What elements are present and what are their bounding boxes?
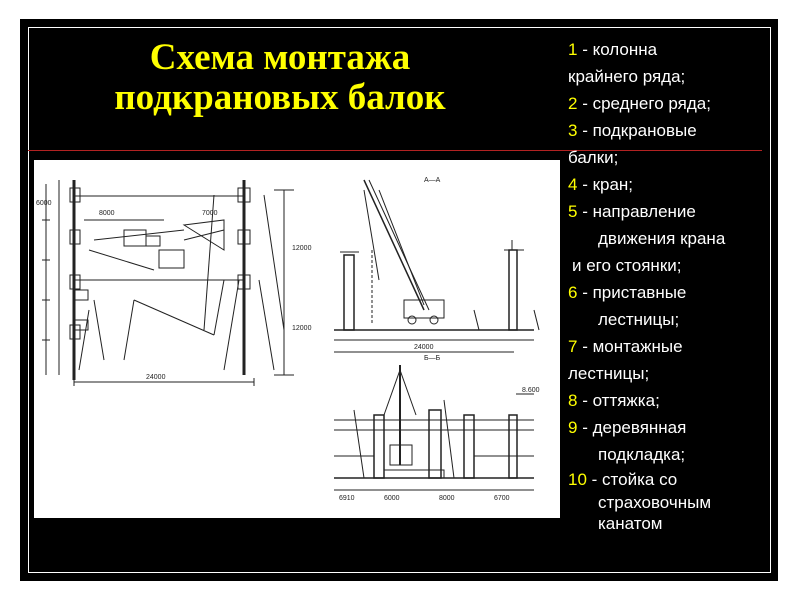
dim-12000: 12000 xyxy=(292,245,312,252)
dim-aa-span: 24000 xyxy=(414,344,434,351)
legend-item-10-cont: страховочным xyxy=(598,493,712,512)
divider-line xyxy=(28,150,762,151)
legend-item-7: 7 - монтажные xyxy=(568,337,683,356)
legend-item-1-cont: крайнего ряда; xyxy=(568,67,686,86)
title-line-1: Схема монтажа xyxy=(149,37,411,78)
dim-6700: 6700 xyxy=(494,495,510,502)
plan-view: 24000 12000 12000 8000 7000 6000 xyxy=(36,180,312,386)
frame-bottom xyxy=(28,572,770,573)
title-line-2: подкрановых балок xyxy=(114,77,446,118)
dim-6000b: 6000 xyxy=(384,495,400,502)
dim-plan-span: 24000 xyxy=(146,374,166,381)
legend-item-10-cont2: канатом xyxy=(598,514,663,533)
elevation-mark: 8.600 xyxy=(522,387,540,394)
legend-item-6: 6 - приставные xyxy=(568,283,687,302)
dim-12000b: 12000 xyxy=(292,325,312,332)
section-aa-label: А—А xyxy=(424,177,441,184)
dim-8000: 8000 xyxy=(99,210,115,217)
section-aa: А—А 24000 xyxy=(334,177,540,353)
legend-item-5: 5 - направление xyxy=(568,202,696,221)
section-bb: Б—Б 6910 6000 xyxy=(334,355,540,502)
frame-top xyxy=(28,27,770,28)
legend-item-1: 1 - колонна xyxy=(568,40,658,59)
legend-item-7-cont: лестницы; xyxy=(568,364,650,383)
dim-6000-v: 6000 xyxy=(36,200,52,207)
legend-item-2: 2 - среднего ряда; xyxy=(568,94,711,113)
legend-item-9-cont: подкладка; xyxy=(598,445,686,464)
dim-6910: 6910 xyxy=(339,495,355,502)
legend-item-9: 9 - деревянная xyxy=(568,418,687,437)
frame-right xyxy=(770,27,771,573)
legend-item-3-cont: балки; xyxy=(568,148,619,167)
legend-item-6-cont: лестницы; xyxy=(598,310,680,329)
legend-item-5-cont: движения крана xyxy=(598,229,726,248)
technical-drawing: 24000 12000 12000 8000 7000 6000 А—А xyxy=(34,160,560,518)
legend-list: 1 - колонна крайнего ряда; 2 - среднего … xyxy=(568,36,773,534)
legend-item-5-cont2: и его стоянки; xyxy=(572,256,682,275)
dim-8000b: 8000 xyxy=(439,495,455,502)
legend-item-8: 8 - оттяжка; xyxy=(568,391,660,410)
slide-title: Схема монтажа подкрановых балок xyxy=(40,38,520,118)
section-bb-label: Б—Б xyxy=(424,355,441,362)
legend-item-4: 4 - кран; xyxy=(568,175,634,194)
dim-7000: 7000 xyxy=(202,210,218,217)
legend-item-3: 3 - подкрановые xyxy=(568,121,697,140)
legend-item-10: 10 - стойка со xyxy=(568,470,678,489)
frame-left xyxy=(28,27,29,573)
